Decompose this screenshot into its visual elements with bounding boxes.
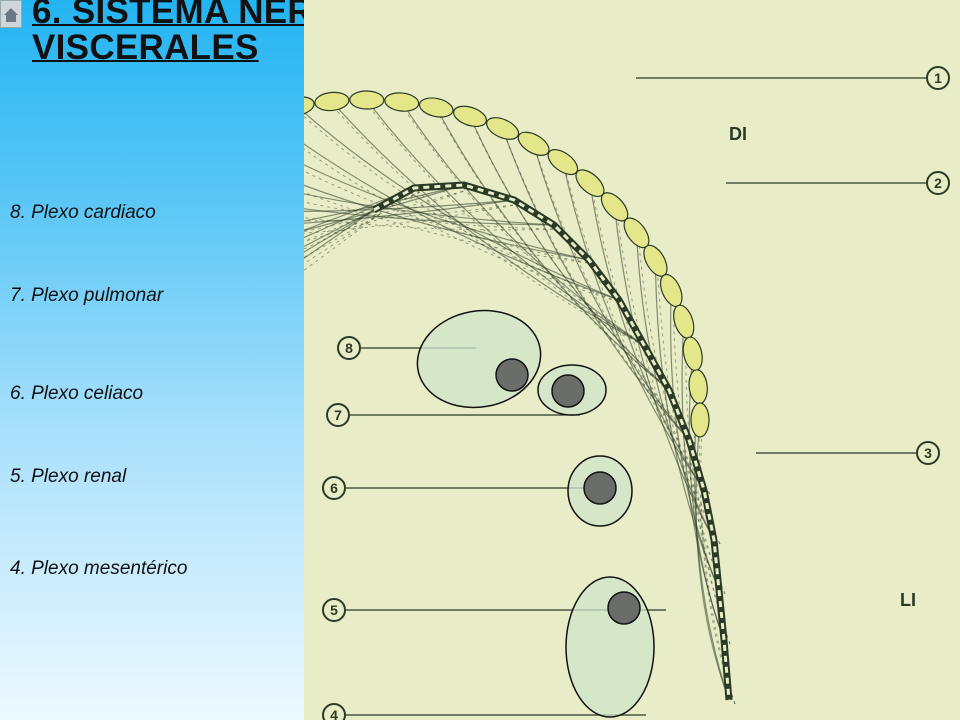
nerve-fiber <box>562 161 705 491</box>
plexus-number-labels: 8 7 6 5 4 1 2 3 <box>322 66 950 720</box>
nerve-fiber-dashed <box>504 134 696 445</box>
number-label-n3: 3 <box>924 445 932 461</box>
nerve-fiber-dashed <box>591 189 711 495</box>
legend-item-cardiac: 8. Plexo cardiaco <box>10 202 156 223</box>
nerve-fiber <box>304 143 620 301</box>
number-label-n6: 6 <box>330 480 338 496</box>
connecting-fibers <box>304 99 736 705</box>
paravertebral-ganglia <box>304 90 710 438</box>
nerve-fiber-dashed <box>304 213 381 271</box>
nerve-fiber-dashed <box>304 148 626 305</box>
number-badge <box>916 441 940 465</box>
ganglion <box>690 402 710 438</box>
number-label-n4: 4 <box>330 707 338 720</box>
nerve-fiber <box>670 290 720 591</box>
ganglion <box>486 117 520 140</box>
trunk-core <box>373 183 731 701</box>
number-label-n7: 7 <box>334 407 342 423</box>
legend-item-mesenteric: 4. Plexo mesentérico <box>10 558 188 579</box>
region-label-di: DI <box>729 124 747 144</box>
sidebar-panel <box>0 0 304 720</box>
number-label-n2: 2 <box>934 175 942 191</box>
nerve-fiber <box>654 260 720 591</box>
number-badge <box>926 171 950 195</box>
nerve-fiber <box>304 199 515 212</box>
number-badge <box>322 598 346 622</box>
title-line-2: VISCERALES <box>32 28 259 67</box>
ganglion <box>453 105 487 128</box>
nerve-fiber <box>304 184 465 222</box>
nerve-fiber <box>304 184 465 232</box>
nerve-fiber <box>613 206 715 541</box>
nerve-fiber-dashed <box>304 115 626 305</box>
legend-item-pulmonary: 7. Plexo pulmonar <box>10 285 164 306</box>
nerve-fiber <box>304 209 375 259</box>
plexus-highlights <box>416 309 655 718</box>
plexus-cardiac-marker <box>495 358 529 392</box>
nerve-fiber <box>304 209 375 248</box>
nerve-fiber-dashed <box>304 191 421 250</box>
nerve-fiber <box>304 208 555 226</box>
plexus-renal-mesenteric-marker <box>607 591 641 625</box>
nerve-fiber-dashed <box>304 213 381 265</box>
ganglion <box>314 91 350 112</box>
nerve-fiber <box>688 353 725 641</box>
home-icon <box>4 8 18 22</box>
number-badge <box>326 403 350 427</box>
plexus-renal-mesenteric-area <box>565 576 655 718</box>
number-badge <box>926 66 950 90</box>
ganglion <box>349 90 385 110</box>
nerve-fiber <box>635 232 715 541</box>
nerve-fiber <box>304 209 375 253</box>
nerve-fiber-dashed <box>368 105 651 350</box>
sympathetic-chain-diagram: 8 7 6 5 4 1 2 3 DI LI <box>304 0 960 720</box>
number-badge <box>322 703 346 720</box>
nerve-fiber-dashed <box>304 203 521 234</box>
number-label-n1: 1 <box>934 70 942 86</box>
home-button[interactable] <box>0 0 22 28</box>
nerve-fiber <box>304 111 620 301</box>
ganglion <box>384 92 420 112</box>
region-label-li: LI <box>900 590 916 610</box>
plexus-celiac-marker <box>583 471 617 505</box>
number-badge <box>337 336 361 360</box>
nerve-fiber-dashed <box>304 188 471 242</box>
nerve-fiber-dashed <box>471 122 676 395</box>
nerve-fiber-dashed <box>535 149 696 445</box>
legend-item-celiac: 6. Plexo celiaco <box>10 383 144 404</box>
plexus-pulmonary-marker <box>551 374 585 408</box>
sympathetic-trunk <box>372 181 733 701</box>
nerve-fiber <box>533 143 690 441</box>
number-label-n8: 8 <box>345 340 353 356</box>
nerve-fiber <box>366 99 645 346</box>
legend-item-renal: 5. Plexo renal <box>10 466 127 487</box>
nerve-fiber <box>304 164 590 261</box>
nerve-fiber <box>501 128 690 441</box>
ganglion <box>418 97 454 118</box>
number-label-n5: 5 <box>330 602 338 618</box>
nerve-fiber <box>589 183 705 491</box>
nerve-fiber <box>304 199 515 224</box>
nerve-fiber <box>435 107 670 391</box>
nerve-fiber-dashed <box>304 201 561 230</box>
number-badge <box>322 476 346 500</box>
ganglion <box>304 96 315 117</box>
